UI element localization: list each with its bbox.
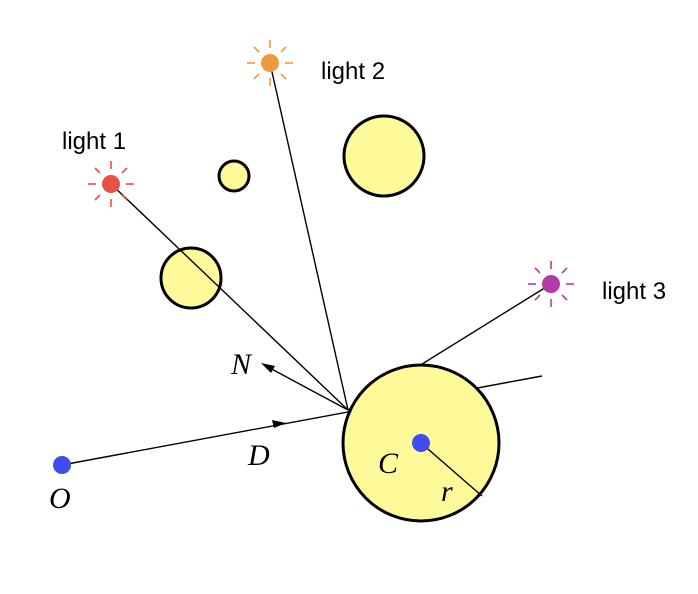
normal-vector-line: [265, 365, 349, 411]
light-3-label: light 3: [602, 278, 666, 305]
light-2-icon: [247, 40, 293, 86]
obstacle-spheres: [159, 114, 426, 310]
light-3-icon: [528, 261, 574, 307]
normal-arrowhead: [261, 363, 275, 373]
direction-label: D: [247, 439, 270, 472]
light-1-icon: [88, 161, 134, 207]
radius-label: r: [441, 475, 453, 508]
center-point: [412, 434, 430, 452]
shadow-ray-light-1: [110, 183, 349, 411]
center-label: C: [378, 447, 399, 480]
sphere-left-medium: [159, 246, 223, 310]
sphere-upper-large: [342, 114, 426, 198]
radius-line: [420, 442, 483, 497]
origin-label: O: [49, 482, 71, 515]
shadow-ray-light-2: [269, 62, 349, 411]
light-1-label: light 1: [62, 128, 126, 155]
origin-point: [53, 456, 71, 474]
sphere-small: [217, 159, 251, 193]
light-2-label: light 2: [321, 58, 385, 85]
normal-label: N: [230, 348, 253, 381]
direction-arrowhead: [272, 420, 286, 428]
